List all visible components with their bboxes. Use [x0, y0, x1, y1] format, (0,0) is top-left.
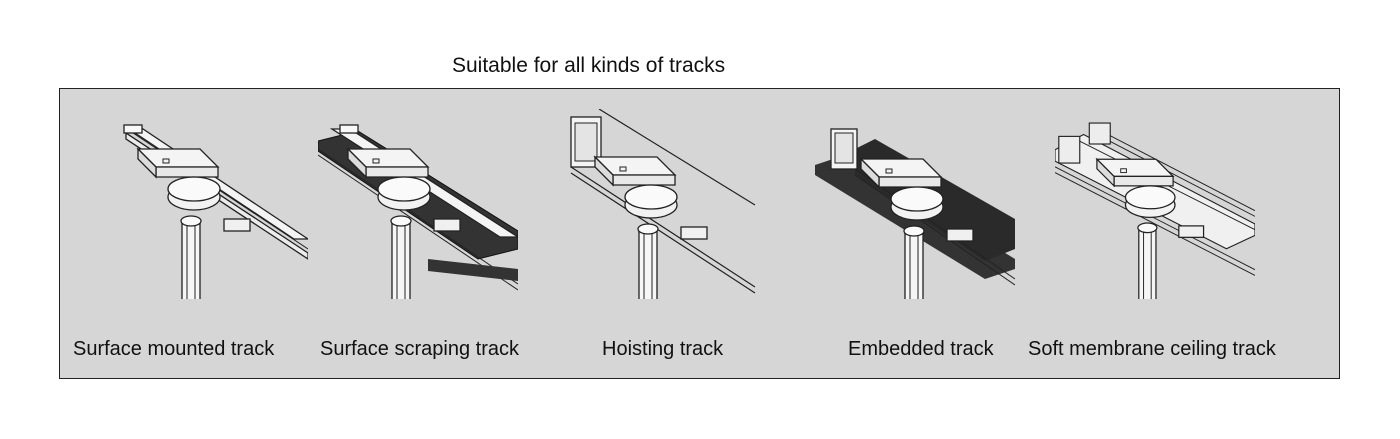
embedded-track-icon: [815, 128, 1015, 299]
caption-surface-mounted-track: Surface mounted track: [73, 338, 275, 360]
caption-embedded-track: Embedded track: [848, 338, 994, 360]
caption-soft-membrane-ceiling-track: Soft membrane ceiling track: [1028, 338, 1276, 360]
hoisting-track-icon: [570, 109, 756, 299]
caption-hoisting-track: Hoisting track: [602, 338, 724, 360]
tracks-panel: Surface mounted track Surface scraping t…: [59, 88, 1340, 379]
surface-mounted-track-icon: [123, 124, 308, 299]
soft-membrane-ceiling-track-icon: [1055, 122, 1255, 299]
page-title: Suitable for all kinds of tracks: [452, 54, 726, 77]
surface-scraping-track-icon: [318, 124, 518, 299]
caption-surface-scraping-track: Surface scraping track: [320, 338, 519, 360]
